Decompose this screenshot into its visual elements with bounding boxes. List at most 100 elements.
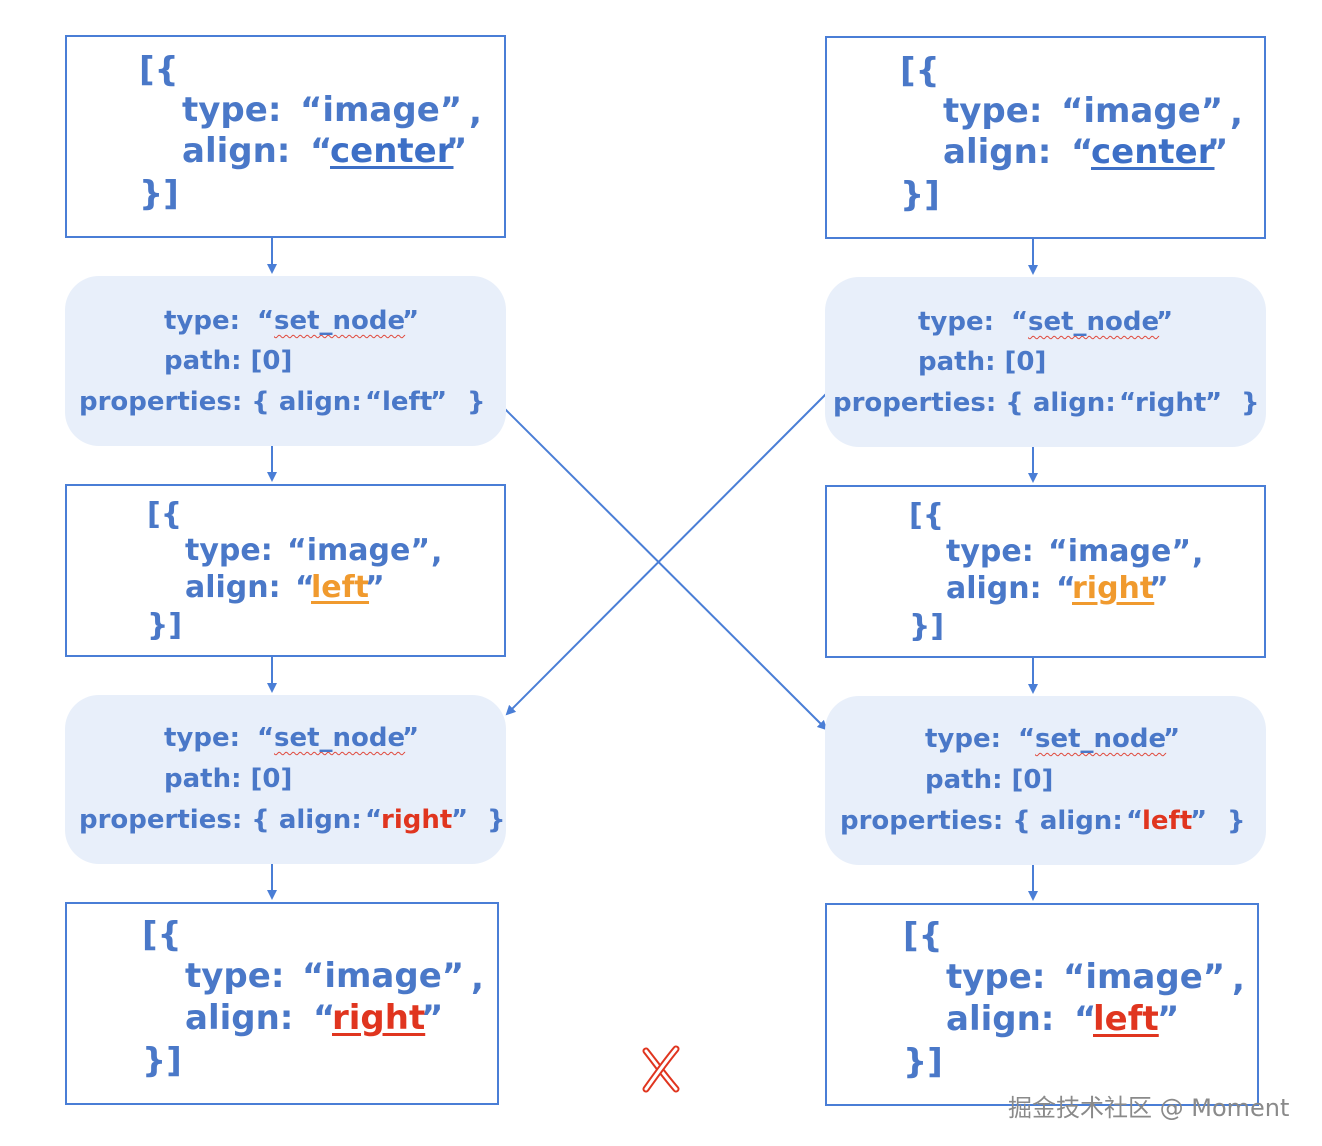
doc-align-value: right: [1072, 571, 1155, 606]
op-type-value: set_node: [274, 306, 406, 336]
doc-align-value: left: [311, 570, 370, 605]
op-properties-close: }: [1241, 388, 1260, 418]
doc-type-value: “image”: [1048, 534, 1192, 569]
op-type-value: set_node: [1028, 307, 1160, 337]
op-type-quote-close: ”: [402, 723, 420, 753]
op-properties-quote-open: “: [365, 805, 383, 835]
doc-close-bracket: }]: [903, 1042, 943, 1082]
op-type-quote-close: ”: [1156, 307, 1174, 337]
op-type-quote-close: ”: [402, 306, 420, 336]
op-properties-quote-close: ”: [1205, 388, 1223, 418]
op-properties-value: right: [381, 805, 453, 835]
op-type-key: type:: [164, 306, 241, 336]
op-properties-prefix: properties: { align:: [833, 388, 1116, 418]
doc-open-bracket: [{: [147, 497, 183, 532]
op-properties-quote-close: ”: [451, 805, 469, 835]
doc-align-quote-close: ”: [421, 998, 444, 1038]
doc-align-value: center: [1091, 132, 1215, 172]
doc-align-value: left: [1093, 999, 1159, 1039]
op-properties-close: }: [467, 387, 486, 417]
doc-type-key: type:: [185, 533, 273, 568]
op-properties-close: }: [1227, 806, 1246, 836]
doc-open-bracket: [{: [903, 916, 943, 956]
doc-comma: ,: [1232, 959, 1245, 999]
x-mark-icon: [642, 1045, 680, 1093]
doc-align-quote-open: “: [313, 998, 336, 1038]
doc-left-final: [{ type: “image” , align: “ right ” }]: [65, 902, 499, 1105]
doc-left-mid: [{ type: “image” , align: “ left ” }]: [65, 484, 506, 657]
arrow-cross-to-right: [502, 406, 828, 731]
doc-open-bracket: [{: [139, 50, 179, 90]
doc-align-key: align:: [185, 570, 281, 605]
op-path: path: [0]: [925, 765, 1054, 795]
op-path: path: [0]: [164, 764, 293, 794]
doc-align-quote-close: ”: [1206, 132, 1229, 172]
doc-align-quote-open: “: [310, 131, 333, 171]
doc-close-bracket: }]: [147, 608, 183, 643]
op-right-1: type: “ set_node ” path: [0] properties:…: [825, 277, 1266, 447]
doc-right-initial: [{ type: “image” , align: “ center ” }]: [825, 36, 1266, 239]
op-left-2: type: “ set_node ” path: [0] properties:…: [65, 695, 506, 864]
op-properties-quote-close: ”: [1190, 806, 1208, 836]
doc-comma: ,: [431, 535, 443, 570]
op-properties-prefix: properties: { align:: [840, 806, 1123, 836]
op-type-quote-open: “: [1011, 307, 1029, 337]
doc-align-key: align:: [946, 571, 1042, 606]
doc-align-quote-close: ”: [1149, 571, 1169, 606]
doc-close-bracket: }]: [909, 609, 945, 644]
doc-type-key: type:: [946, 534, 1034, 569]
watermark-text: 掘金技术社区 @ Moment: [1008, 1094, 1290, 1122]
doc-align-key: align:: [946, 999, 1055, 1039]
doc-comma: ,: [1230, 93, 1243, 133]
op-type-quote-close: ”: [1163, 724, 1181, 754]
op-path: path: [0]: [164, 346, 293, 376]
doc-type-value: “image”: [287, 533, 431, 568]
doc-align-quote-open: “: [295, 570, 315, 605]
doc-align-value: right: [332, 998, 426, 1038]
doc-align-quote-close: ”: [1157, 999, 1180, 1039]
op-right-2: type: “ set_node ” path: [0] properties:…: [825, 696, 1266, 865]
doc-open-bracket: [{: [900, 51, 940, 91]
doc-left-initial: [{ type: “image” , align: “ center ” }]: [65, 35, 506, 238]
doc-align-quote-open: “: [1056, 571, 1076, 606]
doc-type-key: type:: [185, 956, 285, 996]
op-properties-value: left: [382, 387, 433, 417]
op-properties-close: }: [487, 805, 506, 835]
op-left-1: type: “ set_node ” path: [0] properties:…: [65, 276, 506, 446]
op-properties-prefix: properties: { align:: [79, 805, 362, 835]
op-properties-quote-open: “: [1126, 806, 1144, 836]
op-properties-value: left: [1142, 806, 1193, 836]
doc-comma: ,: [469, 92, 482, 132]
doc-align-value: center: [330, 131, 454, 171]
arrow-cross-to-left: [505, 389, 831, 716]
doc-open-bracket: [{: [909, 498, 945, 533]
doc-align-quote-open: “: [1074, 999, 1097, 1039]
doc-align-quote-open: “: [1071, 132, 1094, 172]
doc-align-key: align:: [943, 132, 1052, 172]
op-type-quote-open: “: [257, 306, 275, 336]
op-properties-quote-open: “: [1119, 388, 1137, 418]
doc-comma: ,: [471, 958, 484, 998]
op-type-value: set_node: [1035, 724, 1167, 754]
op-properties-value: right: [1135, 388, 1207, 418]
doc-close-bracket: }]: [142, 1041, 182, 1081]
doc-right-final: [{ type: “image” , align: “ left ” }]: [825, 903, 1259, 1106]
doc-type-value: “image”: [300, 90, 463, 130]
doc-type-value: “image”: [1061, 91, 1224, 131]
doc-align-key: align:: [182, 131, 291, 171]
doc-right-mid: [{ type: “image” , align: “ right ” }]: [825, 485, 1266, 658]
op-properties-quote-close: ”: [430, 387, 448, 417]
doc-type-key: type:: [943, 91, 1043, 131]
doc-close-bracket: }]: [139, 174, 179, 214]
op-type-quote-open: “: [1018, 724, 1036, 754]
doc-align-quote-close: ”: [365, 570, 385, 605]
doc-align-quote-close: ”: [445, 131, 468, 171]
doc-type-key: type:: [182, 90, 282, 130]
op-properties-prefix: properties: { align:: [79, 387, 362, 417]
doc-open-bracket: [{: [142, 915, 182, 955]
op-properties-quote-open: “: [365, 387, 383, 417]
doc-type-key: type:: [946, 957, 1046, 997]
op-type-key: type:: [918, 307, 995, 337]
doc-align-key: align:: [185, 998, 294, 1038]
